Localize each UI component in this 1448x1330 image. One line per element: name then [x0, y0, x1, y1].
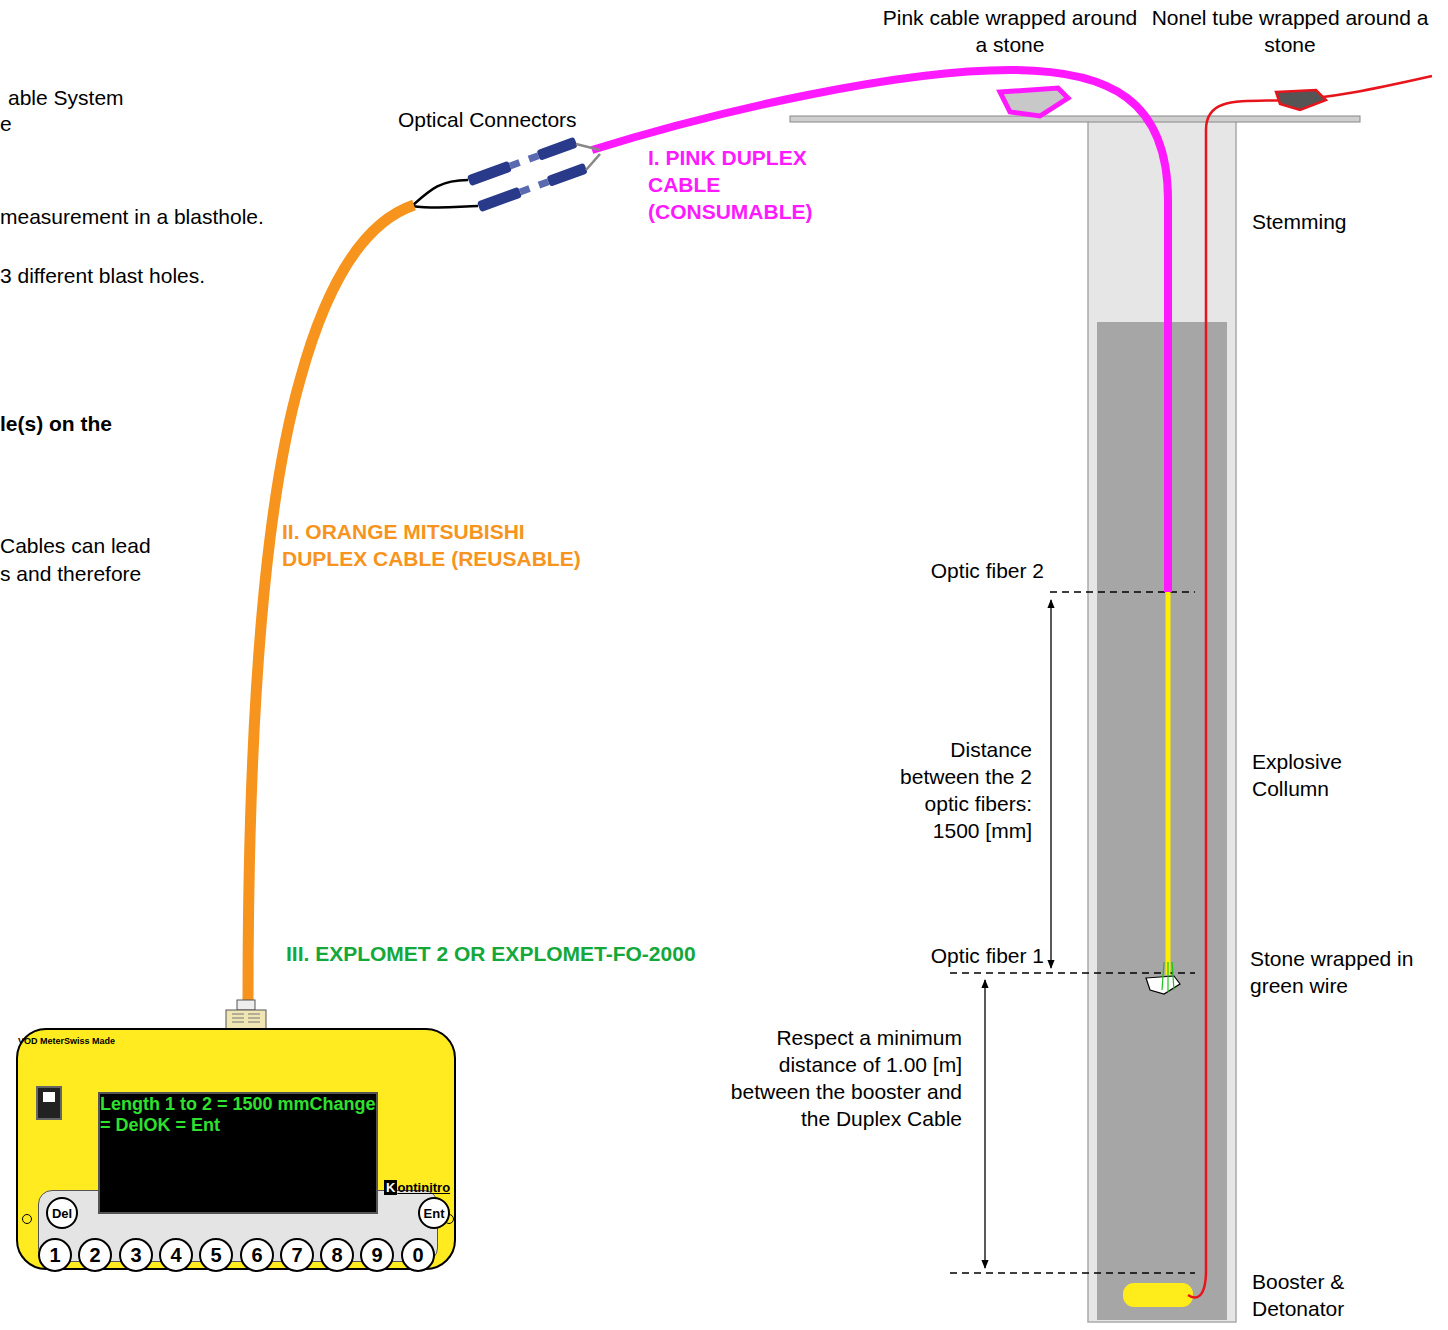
- number-key: 9: [360, 1238, 394, 1272]
- ent-key: Ent: [418, 1197, 450, 1229]
- key-label: 4: [170, 1244, 181, 1267]
- connector-label: Optical Connectors: [398, 106, 638, 133]
- number-key: 4: [159, 1238, 193, 1272]
- vod-meter-device: Length 1 to 2 = 1500 mmChange = DelOK = …: [16, 1028, 456, 1270]
- cable-label: II. ORANGE MITSUBISHI DUPLEX CABLE (REUS…: [282, 518, 602, 572]
- number-key: 8: [320, 1238, 354, 1272]
- del-key: Del: [46, 1197, 78, 1229]
- device-name: VOD Meter: [18, 1036, 64, 1046]
- device-label: III. EXPLOMET 2 OR EXPLOMET-FO-2000: [286, 940, 846, 967]
- cropped-note: measurement in a blasthole.: [0, 203, 340, 230]
- cropped-note: able System: [8, 84, 208, 111]
- switch-rocker: [43, 1092, 55, 1102]
- cropped-note: e: [0, 110, 40, 137]
- hole-label: Stone wrapped in green wire: [1250, 945, 1440, 999]
- key-label: 8: [331, 1244, 342, 1267]
- screen-text: Length 1 to 2 = 1500 mm: [100, 1094, 310, 1114]
- cropped-note: s and therefore: [0, 560, 220, 587]
- fiber-label: Optic fiber 1: [844, 942, 1044, 969]
- key-label: 0: [412, 1244, 423, 1267]
- hole-label: Stemming: [1252, 208, 1432, 235]
- number-key: 0: [401, 1238, 435, 1272]
- cropped-note: le(s) on the: [0, 410, 200, 437]
- key-label: Ent: [424, 1206, 445, 1221]
- display-screen: Length 1 to 2 = 1500 mmChange = DelOK = …: [98, 1092, 378, 1214]
- hole-label: Booster & Detonator: [1252, 1268, 1432, 1322]
- dimension-label: Distance between the 2 optic fibers: 150…: [900, 736, 1032, 844]
- number-key: 1: [38, 1238, 72, 1272]
- screw: [22, 1214, 32, 1224]
- cropped-note: 3 different blast holes.: [0, 262, 300, 289]
- key-label: 3: [130, 1244, 141, 1267]
- stone-note: Nonel tube wrapped around a stone: [1150, 4, 1430, 58]
- key-label: 6: [251, 1244, 262, 1267]
- key-label: 7: [291, 1244, 302, 1267]
- screen-text: OK = Ent: [144, 1115, 221, 1135]
- key-label: Del: [52, 1206, 72, 1221]
- fiber-label: Optic fiber 2: [844, 557, 1044, 584]
- dimension-label: Respect a minimum distance of 1.00 [m] b…: [700, 1024, 962, 1132]
- number-key: 2: [78, 1238, 112, 1272]
- key-label: 2: [89, 1244, 100, 1267]
- key-label: 5: [210, 1244, 221, 1267]
- stone-note: Pink cable wrapped around a stone: [880, 4, 1140, 58]
- number-key: 3: [119, 1238, 153, 1272]
- origin-mark: Swiss Made: [64, 1036, 115, 1046]
- key-label: 9: [371, 1244, 382, 1267]
- number-key: 6: [240, 1238, 274, 1272]
- power-switch: [36, 1086, 62, 1120]
- number-key: 5: [199, 1238, 233, 1272]
- cropped-note: Cables can lead: [0, 532, 220, 559]
- brand-name: Kontinitro: [384, 1180, 450, 1195]
- cable-label: I. PINK DUPLEX CABLE (CONSUMABLE): [648, 144, 873, 225]
- number-key: 7: [280, 1238, 314, 1272]
- key-label: 1: [49, 1244, 60, 1267]
- hole-label: Explosive Collumn: [1252, 748, 1392, 802]
